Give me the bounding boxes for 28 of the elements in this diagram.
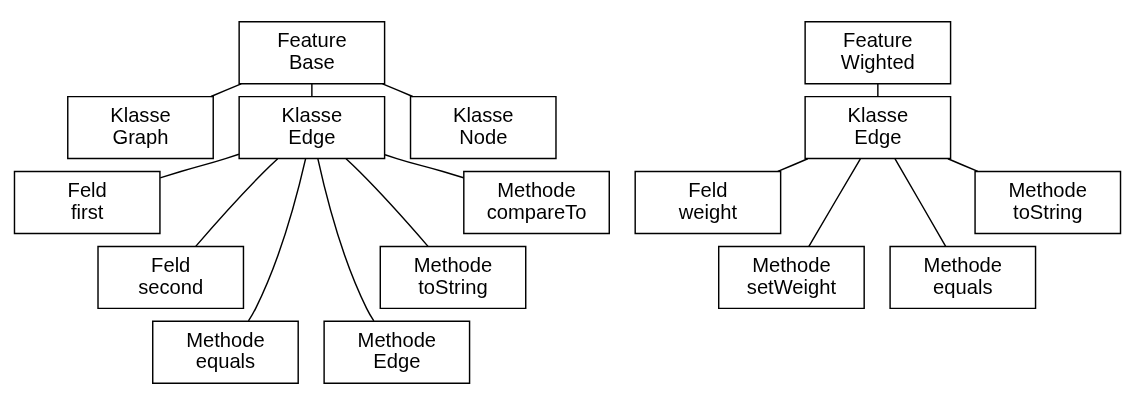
connector <box>894 158 947 247</box>
node-box: Methode toString <box>379 245 527 310</box>
node-box: Klasse Edge <box>238 95 386 160</box>
node-box: Feld weight <box>634 170 782 235</box>
node-box: Methode equals <box>889 245 1037 310</box>
node-box: Methode compareTo <box>463 170 610 235</box>
node-box: Klasse Graph <box>67 95 214 160</box>
connector <box>195 158 279 248</box>
connector <box>877 83 879 98</box>
connector <box>210 83 242 98</box>
node-box: Klasse Node <box>409 95 557 160</box>
node-box: Methode toString <box>974 170 1122 235</box>
connector <box>777 158 809 173</box>
connector <box>808 158 862 247</box>
connector <box>311 83 313 98</box>
connector <box>384 154 465 179</box>
node-box: Feature Wighted <box>804 21 952 85</box>
node-box: Feld first <box>13 170 161 235</box>
node-box: Methode Edge <box>323 320 471 384</box>
connector <box>159 153 240 179</box>
node-box: Methode setWeight <box>718 245 865 310</box>
connector <box>381 83 414 98</box>
node-box: Feld second <box>97 245 245 310</box>
node-box: Klasse Edge <box>804 95 952 160</box>
connector <box>345 158 429 248</box>
node-box: Feature Base <box>238 21 386 85</box>
connector <box>947 158 979 173</box>
node-box: Methode equals <box>152 320 299 384</box>
